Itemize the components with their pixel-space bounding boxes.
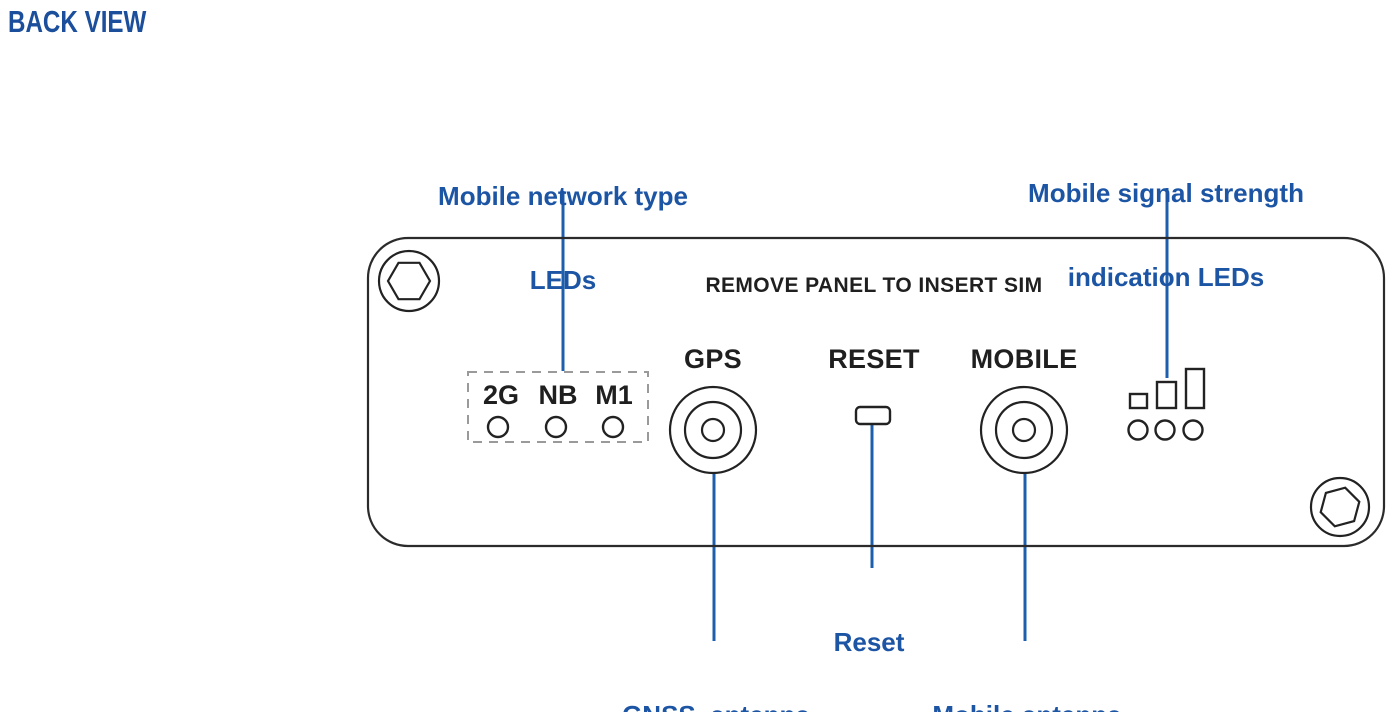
- led-label-m1: M1: [595, 380, 633, 410]
- annotation-network-leds: Mobile network type LEDs: [438, 126, 688, 350]
- annotation-gnss-connector: GNSS antenna connector: [622, 645, 810, 712]
- signal-strength-bars-icon: [1127, 367, 1206, 441]
- annotation-gnss-line1: GNSS antenna: [622, 701, 810, 712]
- gps-port-label: GPS: [684, 344, 742, 374]
- annotation-reset-line1: Reset: [833, 627, 905, 657]
- annotation-network-leds-line1: Mobile network type: [438, 181, 688, 211]
- annotation-network-leds-line2: LEDs: [529, 265, 597, 295]
- annotation-reset-button: Reset button: [829, 572, 910, 712]
- hex-screw-bottom-right-icon: [1309, 476, 1371, 538]
- annotation-signal-leds-line2: indication LEDs: [1067, 262, 1265, 292]
- network-leds-dashed-box: [467, 371, 649, 443]
- signal-led-circle-1: [1127, 419, 1149, 441]
- led-label-2g: 2G: [482, 380, 520, 410]
- annotation-mobile-antenna-line1: Mobile antenna: [932, 701, 1121, 712]
- signal-led-circle-3: [1182, 419, 1204, 441]
- reset-port-label: RESET: [828, 344, 920, 374]
- sim-notice-text: REMOVE PANEL TO INSERT SIM: [705, 274, 1043, 297]
- page-title: BACK VIEW: [8, 4, 147, 39]
- signal-led-circle-2: [1154, 419, 1176, 441]
- mobile-port-label: MOBILE: [970, 344, 1078, 374]
- leader-lines: [561, 188, 1169, 641]
- network-type-led-circles: [486, 415, 625, 439]
- annotation-signal-leds: Mobile signal strength indication LEDs: [1028, 123, 1304, 347]
- annotation-mobile-antenna-connector: Mobile antenna connector: [932, 645, 1121, 712]
- led-circle-nb: [544, 415, 568, 439]
- hex-screw-top-left-icon: [377, 249, 441, 313]
- panel-outline: [366, 236, 1386, 548]
- reset-button-hole: [854, 405, 892, 426]
- annotation-signal-leds-line1: Mobile signal strength: [1028, 178, 1304, 208]
- mobile-connector-icon: [979, 385, 1069, 475]
- led-label-nb: NB: [538, 380, 578, 410]
- led-circle-m1: [601, 415, 625, 439]
- led-circle-2g: [486, 415, 510, 439]
- gps-connector-icon: [668, 385, 758, 475]
